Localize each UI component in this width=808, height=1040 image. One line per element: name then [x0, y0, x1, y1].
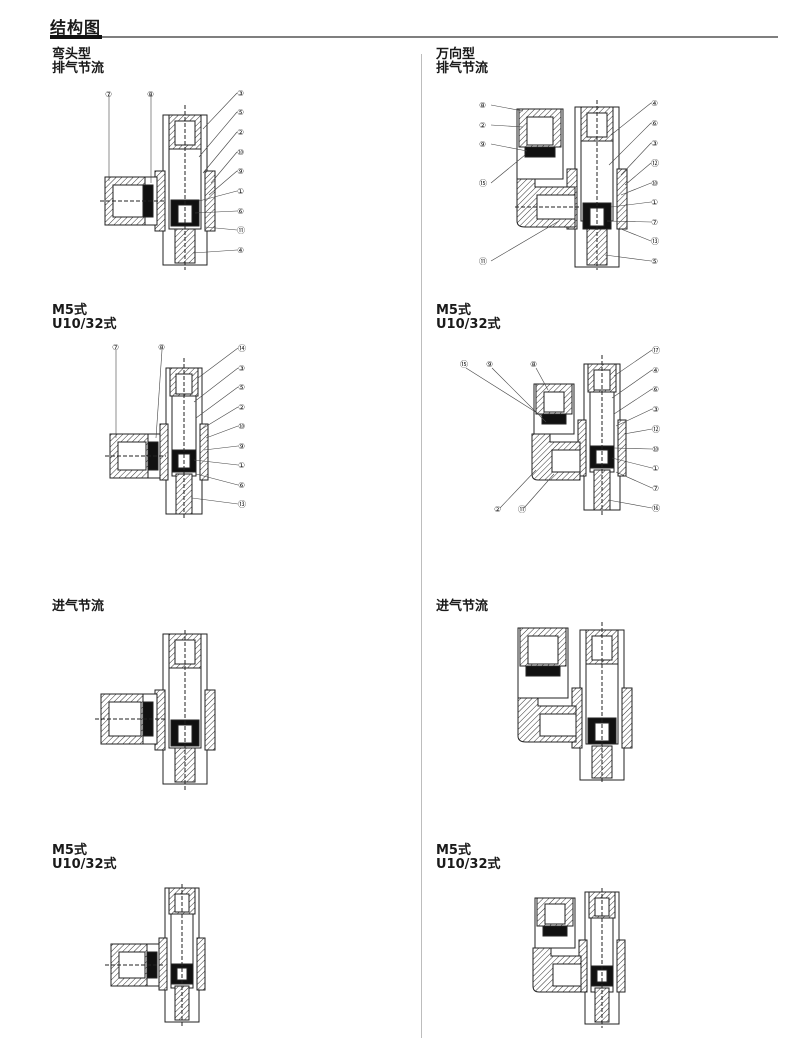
callout-9: ⑨: [479, 140, 486, 149]
callout-5: ⑤: [238, 383, 245, 392]
callout-1: ①: [238, 461, 245, 470]
callout-6: ⑥: [652, 385, 659, 394]
callout-3: ③: [238, 364, 245, 373]
diagram-m5-elbow-meter-in: [105, 884, 206, 1026]
callout-1: ①: [651, 198, 658, 207]
callout-16: ⑯: [652, 504, 660, 513]
callout-10: ⑩: [652, 445, 659, 454]
callout-8: ⑧: [479, 101, 486, 110]
callout-7: ⑦: [651, 218, 658, 227]
diagram-elbow-exhaust: ⑦ ⑧ ③ ⑤ ② ⑩ ⑨ ① ⑥ ⑪ ④: [100, 89, 245, 270]
callout-14: ⑭: [238, 344, 246, 353]
callout-12: ⑫: [651, 159, 659, 168]
title-underline: [50, 36, 778, 38]
callout-15: ⑮: [479, 179, 487, 188]
diagram-m5-elbow: ⑦ ⑧ ⑭ ③ ⑤ ② ⑩ ⑨ ① ⑥ ⑬: [105, 343, 246, 520]
diagram-elbow-meter-in: [95, 630, 216, 790]
callout-1: ①: [237, 187, 244, 196]
callout-4: ④: [237, 246, 244, 255]
callout-2: ②: [237, 128, 244, 137]
callout-13: ⑬: [651, 237, 659, 246]
callout-5: ⑤: [237, 108, 244, 117]
callout-6: ⑥: [237, 207, 244, 216]
callout-9: ⑨: [238, 442, 245, 451]
callout-13: ⑬: [238, 500, 246, 509]
callout-1: ①: [652, 464, 659, 473]
callout-10: ⑩: [237, 148, 244, 157]
diagram-universal-meter-in: [517, 622, 633, 782]
title-underline-accent: [50, 35, 102, 39]
diagram-universal-exhaust: ⑧ ② ⑨ ⑮ ⑪ ④ ⑥ ③ ⑫ ⑩ ① ⑦ ⑬ ⑤: [479, 99, 659, 270]
page-title: 结构图: [50, 18, 102, 37]
callout-2: ②: [494, 505, 501, 514]
callout-7: ⑦: [652, 484, 659, 493]
callout-4: ④: [651, 99, 658, 108]
callout-10: ⑩: [238, 422, 245, 431]
section-universal-exhaust-label: 万向型排气节流: [436, 47, 489, 76]
callout-11: ⑪: [479, 257, 487, 266]
callout-10: ⑩: [651, 179, 658, 188]
callout-5: ⑤: [651, 257, 658, 266]
callout-4: ④: [652, 366, 659, 375]
callout-7: ⑦: [105, 90, 112, 99]
section-meter-in-left-label: 进气节流: [52, 599, 105, 614]
diagram-m5-universal: ⑮ ⑨ ⑧ ⑰ ④ ⑥ ③ ⑫ ⑩ ① ⑦ ⑯ ② ⑪: [460, 346, 660, 516]
section-meter-in-right-label: 进气节流: [436, 599, 489, 614]
callout-6: ⑥: [238, 481, 245, 490]
callout-3: ③: [237, 89, 244, 98]
callout-11: ⑪: [518, 505, 526, 514]
callout-2: ②: [479, 121, 486, 130]
callout-8: ⑧: [530, 360, 537, 369]
callout-2: ②: [238, 403, 245, 412]
section-elbow-exhaust-label: 弯头型排气节流: [52, 47, 105, 76]
callout-7: ⑦: [112, 343, 119, 352]
diagram-m5-universal-meter-in: [532, 888, 626, 1028]
callout-6: ⑥: [651, 119, 658, 128]
callout-3: ③: [651, 139, 658, 148]
column-divider: [421, 54, 422, 1038]
callout-9: ⑨: [486, 360, 493, 369]
callout-3: ③: [652, 405, 659, 414]
callout-17: ⑰: [652, 346, 660, 355]
callout-12: ⑫: [652, 425, 660, 434]
callout-8: ⑧: [158, 343, 165, 352]
callout-11: ⑪: [237, 226, 245, 235]
callout-8: ⑧: [147, 90, 154, 99]
callout-9: ⑨: [237, 167, 244, 176]
callout-15: ⑮: [460, 360, 468, 369]
